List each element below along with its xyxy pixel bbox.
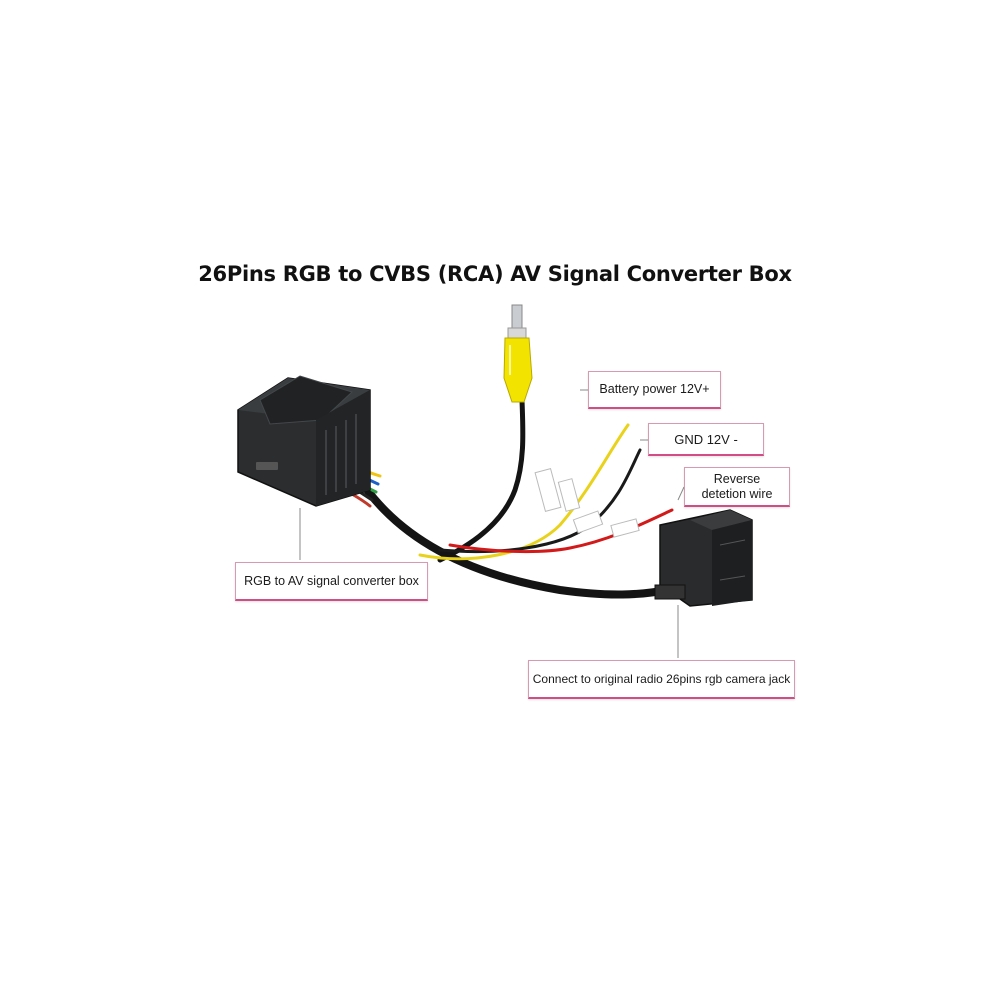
- converter-box-icon: [237, 375, 371, 507]
- callout-connect-text: Connect to original radio 26pins rgb cam…: [532, 671, 791, 686]
- pointer-reverse: [677, 486, 685, 501]
- main-harness-cable: [356, 476, 672, 599]
- callout-pointer-lines: [299, 389, 685, 658]
- rca-lead-wire: [437, 397, 526, 563]
- rca-connector-icon: [503, 304, 533, 403]
- battery-power-wire: [418, 423, 630, 561]
- callout-converter-text: RGB to AV signal converter box: [244, 573, 419, 588]
- callout-converter-box: RGB to AV signal converter box: [235, 562, 428, 601]
- camera-jack-connector-icon: [654, 509, 753, 607]
- callout-battery-power: Battery power 12V+: [588, 371, 721, 409]
- wire-flags: [534, 467, 640, 538]
- reverse-detection-wire: [448, 508, 674, 554]
- callout-camera-jack: Connect to original radio 26pins rgb cam…: [528, 660, 795, 699]
- callout-battery-text: Battery power 12V+: [599, 382, 710, 396]
- callout-reverse-line2: detetion wire: [701, 486, 773, 501]
- callout-gnd: GND 12V -: [648, 423, 764, 456]
- callout-reverse-line1: Reverse: [713, 471, 761, 486]
- callout-gnd-text: GND 12V -: [674, 431, 738, 447]
- callout-reverse-detection: Reverse detetion wire: [684, 467, 790, 507]
- page-title: 26Pins RGB to CVBS (RCA) AV Signal Conve…: [198, 262, 792, 286]
